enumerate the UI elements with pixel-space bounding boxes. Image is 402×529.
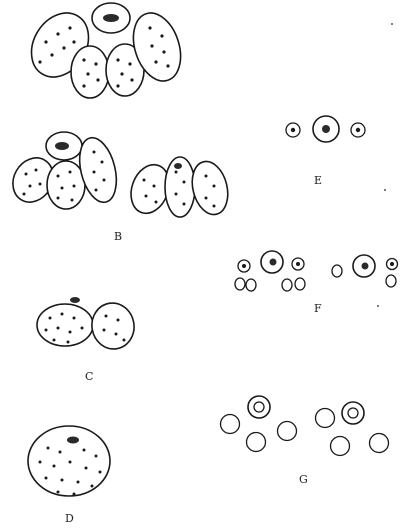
group-g [221, 396, 389, 456]
nucleus [70, 297, 80, 303]
label-b: B [114, 230, 122, 243]
granule-cell [47, 161, 85, 209]
small-cell [295, 278, 305, 290]
small-cell [332, 265, 342, 277]
nucleus [55, 142, 69, 150]
granule-cell [37, 304, 93, 346]
label-f: F [314, 302, 322, 315]
empty-cell [221, 415, 240, 434]
empty-cell [370, 434, 389, 453]
group-d [28, 426, 110, 496]
group-b [5, 132, 233, 219]
small-cell [246, 279, 256, 291]
group-e [286, 116, 365, 142]
nucleus [270, 259, 277, 266]
nucleus [362, 263, 369, 270]
nucleus [174, 163, 182, 169]
small-cell [235, 278, 245, 290]
group-f [235, 251, 398, 291]
label-g: G [299, 473, 308, 486]
nucleus [103, 14, 119, 22]
empty-cell [331, 437, 350, 456]
inner-ring [254, 402, 264, 412]
group-a [20, 2, 189, 98]
granule-cell [88, 300, 137, 353]
label-e: E [314, 174, 322, 187]
empty-cell [247, 433, 266, 452]
label-d: D [65, 512, 74, 525]
empty-cell [316, 409, 335, 428]
nucleus [322, 125, 330, 133]
empty-cell [278, 422, 297, 441]
small-cell [386, 275, 396, 287]
group-c [37, 297, 138, 352]
inner-ring [348, 408, 358, 418]
small-cell [282, 279, 292, 291]
nucleus [67, 437, 79, 444]
label-c: C [85, 370, 93, 383]
granule-cell [187, 158, 233, 219]
granule-cell [71, 46, 109, 98]
